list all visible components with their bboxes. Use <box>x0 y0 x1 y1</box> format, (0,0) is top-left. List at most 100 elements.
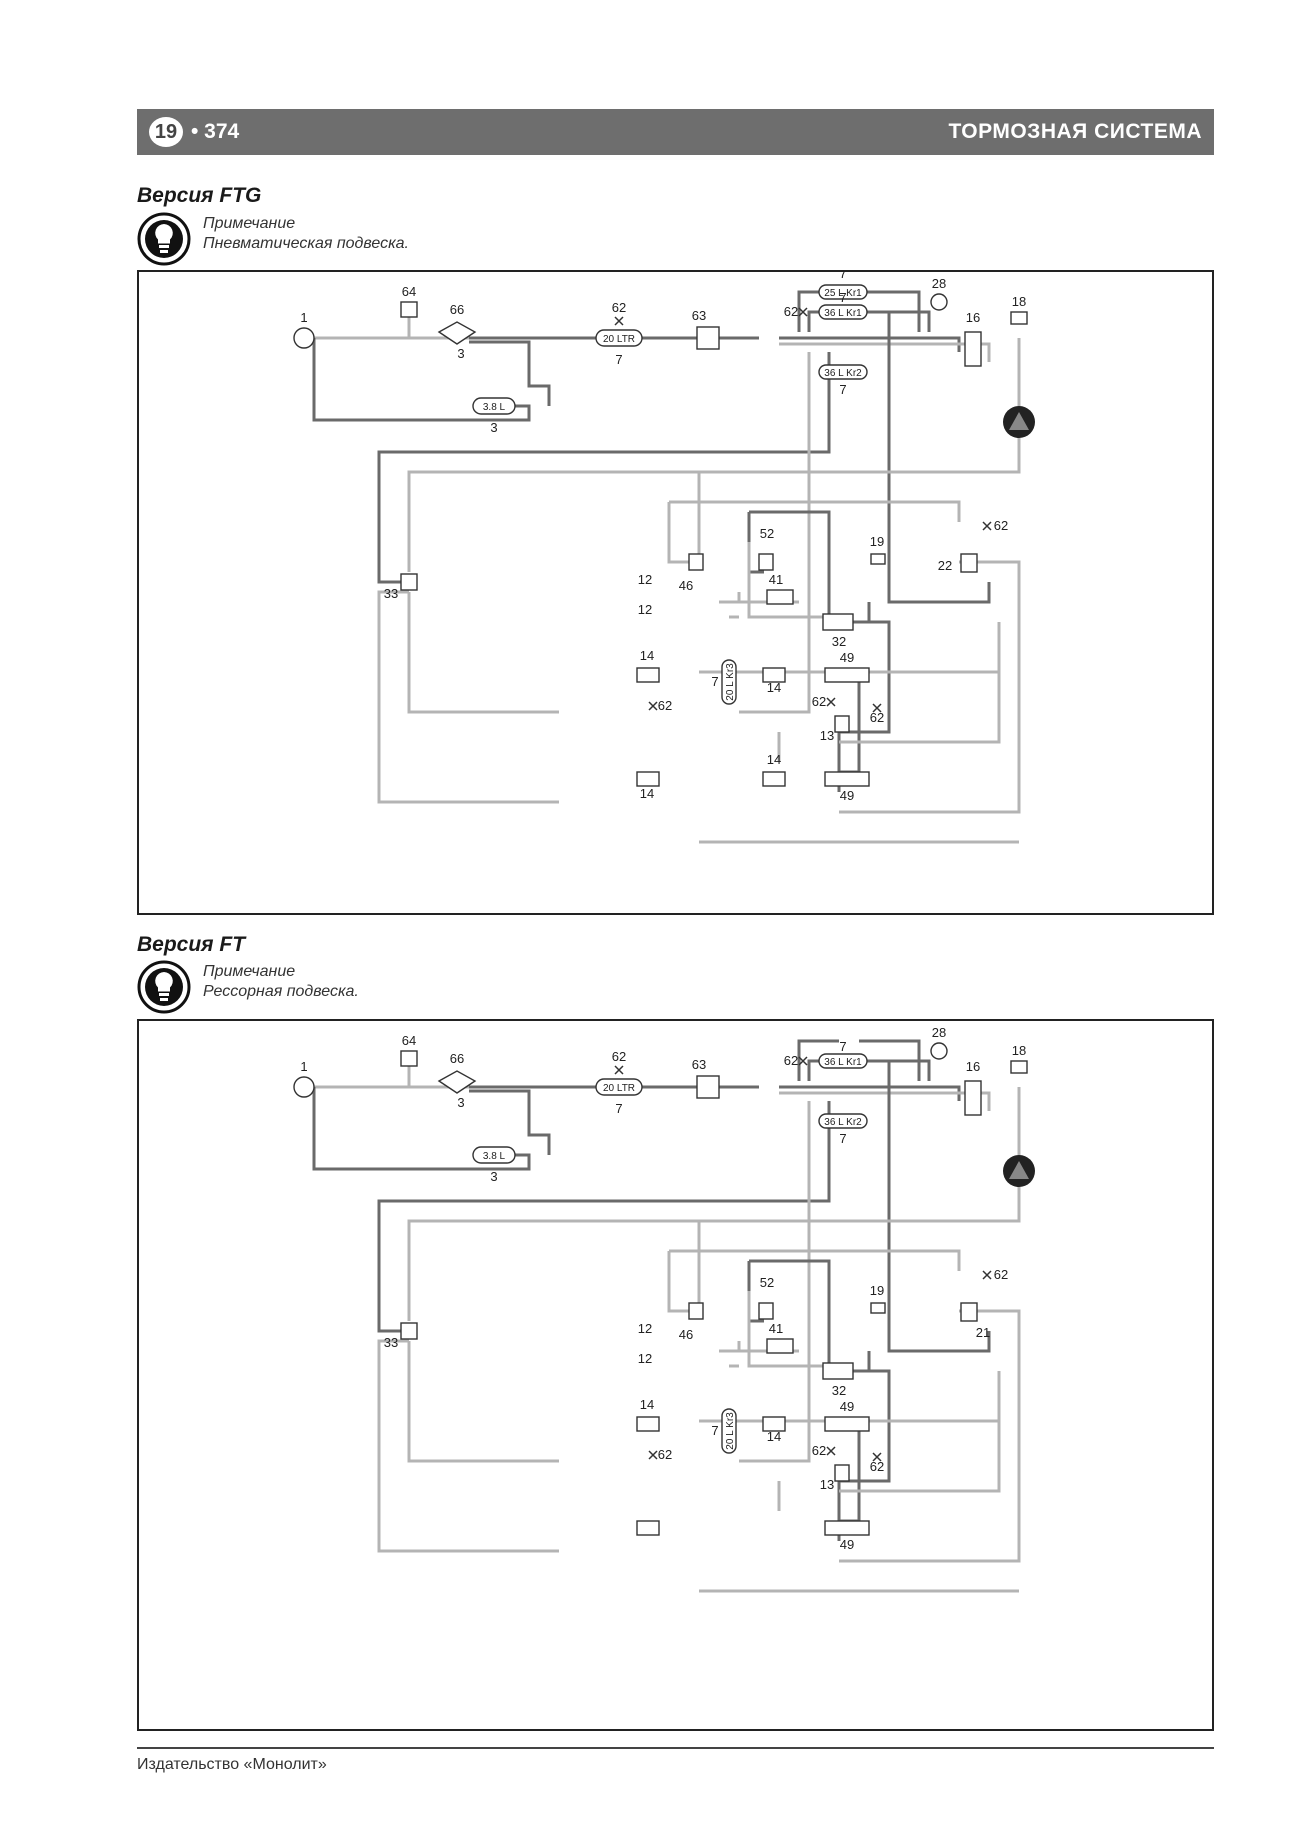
stop-light-switch-icon <box>1010 311 1028 325</box>
component-label: 32 <box>832 634 846 649</box>
air-line <box>667 502 699 564</box>
tank-capacity: 36 L Kr1 <box>824 308 862 319</box>
test-connection-icon <box>826 1446 836 1456</box>
component-label: 62 <box>870 710 884 725</box>
tank-capacity: 20 LTR <box>603 334 635 345</box>
pressure-gauge-icon <box>930 293 948 311</box>
relay-valve-icon <box>400 1322 418 1340</box>
lightbulb-icon <box>137 960 191 1014</box>
air-tank <box>595 1078 643 1096</box>
air-line <box>839 1309 1021 1563</box>
air-line <box>407 592 559 714</box>
page-number: • 374 <box>191 120 240 143</box>
brake-chamber-icon <box>636 1416 660 1432</box>
component-label: 64 <box>402 284 416 299</box>
air-line <box>859 1059 931 1081</box>
tank-capacity: 3.8 L <box>483 402 506 413</box>
air-line <box>377 1121 831 1333</box>
component-label: 64 <box>402 1033 416 1048</box>
component-label: 7 <box>839 272 846 281</box>
component-label: 62 <box>994 518 1008 533</box>
component-label: 13 <box>820 728 834 743</box>
hand-brake-valve-icon <box>1009 412 1029 430</box>
quick-release-valve-icon <box>834 1464 850 1482</box>
component-label: 21 <box>976 1325 990 1340</box>
air-line <box>779 1091 991 1111</box>
trailer-control-valve-icon <box>960 553 978 573</box>
component-label: 7 <box>839 382 846 397</box>
publisher: Издательство «Монолит» <box>137 1756 327 1773</box>
brake-chamber-icon <box>762 1416 786 1432</box>
component-label: 28 <box>932 1025 946 1040</box>
component-label: 66 <box>450 302 464 317</box>
test-connection-icon <box>982 1270 992 1280</box>
component-label: 12 <box>638 1351 652 1366</box>
air-tank <box>472 397 516 415</box>
air-line <box>407 452 1021 572</box>
component-label: 7 <box>711 674 718 689</box>
lightbulb-icon <box>137 212 191 266</box>
compressor-icon <box>293 1076 315 1098</box>
component-label: 28 <box>932 276 946 291</box>
component-label: 49 <box>840 650 854 665</box>
component-label: 62 <box>612 1049 626 1064</box>
foot-brake-valve-icon <box>964 331 982 367</box>
component-label: 49 <box>840 1399 854 1414</box>
air-line <box>837 1369 891 1531</box>
component-label: 62 <box>994 1267 1008 1282</box>
air-line <box>839 1371 1001 1493</box>
load-sensing-valve-icon <box>758 553 774 571</box>
air-line <box>779 336 961 352</box>
component-label: 3 <box>457 346 464 361</box>
component-label: 63 <box>692 308 706 323</box>
component-label: 46 <box>679 578 693 593</box>
component-label: 3 <box>490 1169 497 1184</box>
air-line <box>749 1259 831 1371</box>
tank-capacity: 20 L Kr3 <box>725 1412 736 1450</box>
component-label: 7 <box>711 1423 718 1438</box>
brake-chamber-icon <box>636 667 660 683</box>
air-tank <box>472 1146 516 1164</box>
component-label: 62 <box>812 1443 826 1458</box>
stop-light-switch-icon <box>1010 1060 1028 1074</box>
component-label: 52 <box>760 526 774 541</box>
test-connection-icon <box>648 1450 658 1460</box>
component-label: 62 <box>612 300 626 315</box>
component-label: 41 <box>769 572 783 587</box>
component-label: 12 <box>638 602 652 617</box>
component-label: 66 <box>450 1051 464 1066</box>
quick-release-valve-icon <box>834 715 850 733</box>
note-text: Пневматическая подвеска. <box>203 235 409 252</box>
tank-capacity: 36 L Kr2 <box>824 368 862 379</box>
load-sensing-valve-icon <box>758 1302 774 1320</box>
component-label: 46 <box>679 1327 693 1342</box>
test-connection-icon <box>614 316 624 326</box>
component-label: 62 <box>658 698 672 713</box>
air-tank <box>818 1053 868 1069</box>
component-label: 13 <box>820 1477 834 1492</box>
component-label: 33 <box>384 586 398 601</box>
component-label: 62 <box>812 694 826 709</box>
component-label: 49 <box>840 1537 854 1552</box>
component-label: 14 <box>767 752 781 767</box>
air-line <box>469 340 551 406</box>
relay-valve-icon <box>688 553 704 571</box>
air-line <box>859 1039 921 1081</box>
air-line <box>837 620 891 782</box>
air-dryer-icon <box>437 321 477 345</box>
section-title: ТОРМОЗНАЯ СИСТЕМА <box>948 120 1202 143</box>
component-label: 3 <box>457 1095 464 1110</box>
component-label: 14 <box>767 680 781 695</box>
pressure-governor-icon <box>400 1050 418 1067</box>
spring-brake-actuator-icon <box>824 667 870 683</box>
air-tank <box>721 1408 737 1454</box>
component-label: 62 <box>784 304 798 319</box>
component-label: 18 <box>1012 294 1026 309</box>
component-label: 52 <box>760 1275 774 1290</box>
note-label: Примечание <box>203 215 296 232</box>
spring-brake-actuator-icon <box>824 1416 870 1432</box>
spring-brake-actuator-icon <box>824 1520 870 1536</box>
